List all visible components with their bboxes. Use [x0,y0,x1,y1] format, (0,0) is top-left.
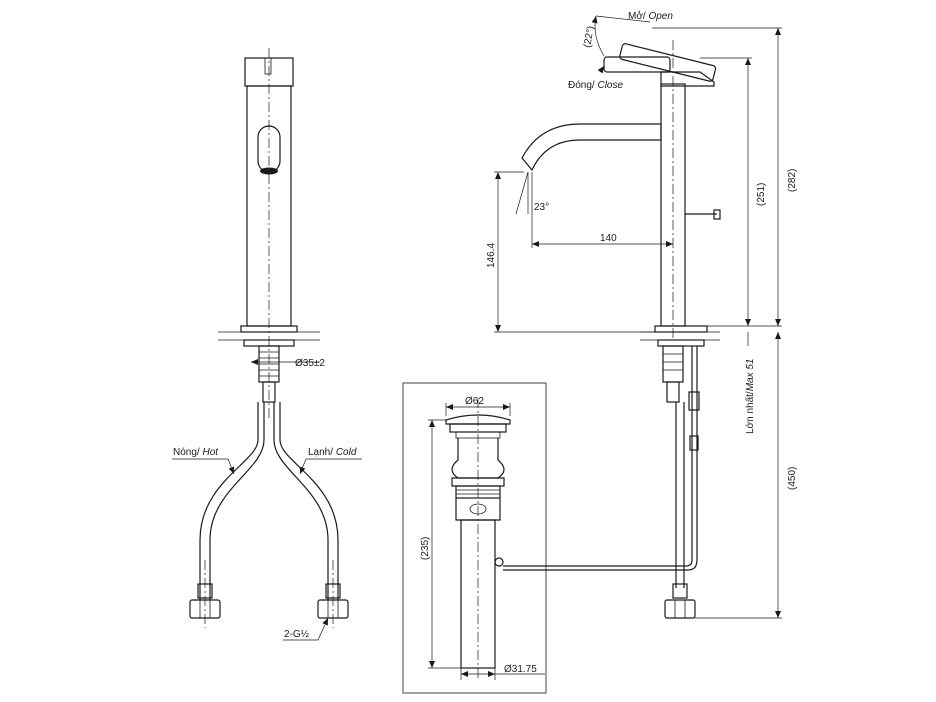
rod-clamp [688,391,700,411]
dim-body-height: (251) [756,183,767,206]
front-view: Ø35±2 Nóng/ Hot Lạnh/ Cold 2-G½ [172,48,362,641]
label-hot: Nóng/ Hot [173,447,219,458]
hose-cold [273,402,329,600]
hose-hot-inner [199,402,259,600]
dim-hose-thread: 2-G½ [284,629,310,640]
side-view: 23° (22°) Mở/ Open Đón [486,10,798,619]
spout-angle-line [515,171,529,215]
label-cold: Lạnh/ Cold [308,447,357,458]
lever-joint [660,71,715,87]
lever-closed [603,56,671,73]
label-close: Đóng/ Close [568,80,623,91]
side-washer [657,339,705,347]
dim-waste-height: (235) [420,537,431,560]
lever-open [619,43,717,82]
dim-spout-angle: 23° [534,202,549,213]
cap-slot [264,57,272,75]
side-base [654,325,708,333]
open-arc [591,15,605,57]
waste-frame [402,382,547,694]
label-max-thickness: Lớn nhất/Max 51 [744,359,756,435]
spout [521,123,662,172]
shank-nut [262,381,276,403]
dim-lever-angle: (22°) [582,25,597,48]
label-open: Mở/ Open [628,10,673,22]
dim-spout-reach: 140 [600,233,617,244]
popup-waste-view: Ø62 (235) Ø31.75 [402,382,547,694]
popup-cap [445,414,511,425]
dim-spout-height: 146.4 [486,243,497,268]
dim-mount-hole: Ø35±2 [295,358,325,369]
dim-waste-top: Ø62 [465,396,484,407]
rod-clip [689,435,699,451]
hose-hot [209,402,265,600]
dim-hose-length: (450) [787,467,798,490]
lift-rod [503,559,693,567]
dim-total-height: (282) [787,169,798,192]
side-hose-nut [664,599,696,619]
waste-thread [455,485,501,499]
side-shank [662,345,684,383]
pivot-ball [494,557,504,567]
popup-knob [713,209,721,220]
hose-cold-inner [279,402,339,600]
dim-waste-pipe: Ø31.75 [504,664,537,675]
tailpiece [460,519,496,669]
side-shank-nut [666,381,680,403]
